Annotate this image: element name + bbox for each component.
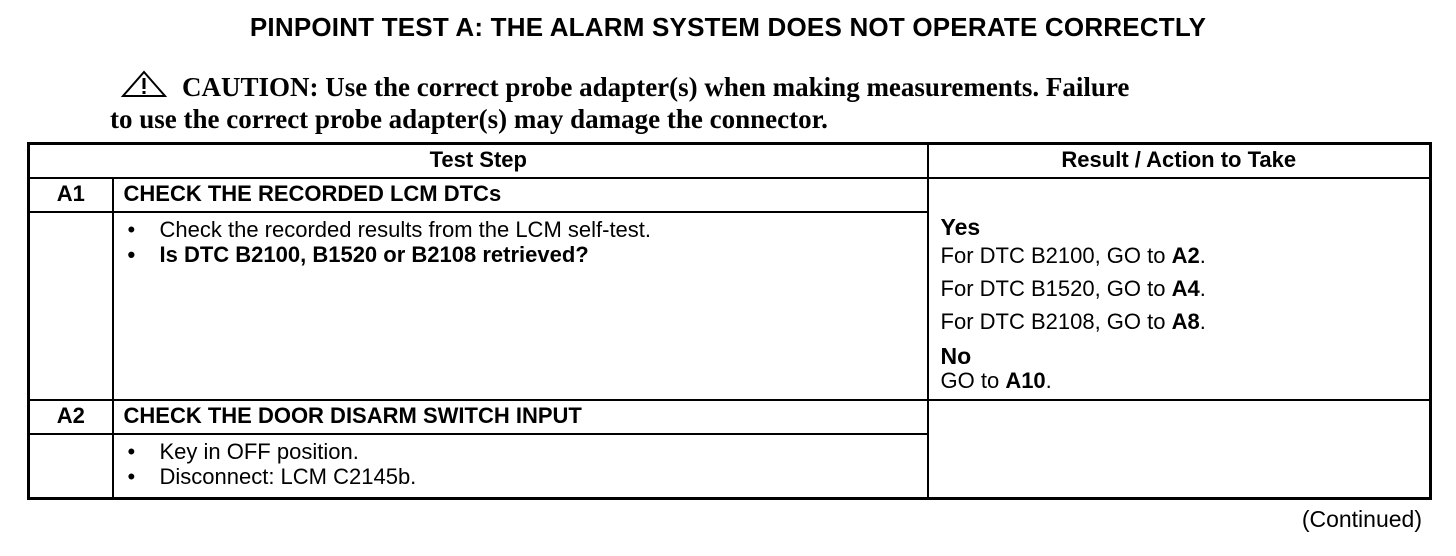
table-header-row: Test Step Result / Action to Take bbox=[27, 142, 1432, 179]
result-a1: Yes For DTC B2100, GO to A2. For DTC B15… bbox=[926, 177, 1432, 401]
step-title-a2: CHECK THE DOOR DISARM SWITCH INPUT bbox=[111, 399, 929, 435]
step-id-a2: A2 bbox=[27, 399, 114, 435]
step-a1-body-row: Check the recorded results from the LCM … bbox=[27, 211, 1431, 401]
step-a2-bullets: Key in OFF position. Disconnect: LCM C21… bbox=[114, 439, 927, 489]
warning-triangle-icon bbox=[120, 70, 168, 98]
list-item: Check the recorded results from the LCM … bbox=[114, 217, 927, 242]
caution-line-1: CAUTION: Use the correct probe adapter(s… bbox=[110, 70, 1360, 103]
pinpoint-test-table: Test Step Result / Action to Take A1 CHE… bbox=[27, 142, 1433, 500]
continued-label: (Continued) bbox=[1301, 506, 1422, 532]
step-a2-body: Key in OFF position. Disconnect: LCM C21… bbox=[111, 433, 929, 500]
result-a1-yes: Yes bbox=[940, 214, 981, 240]
step-a1-bullets: Check the recorded results from the LCM … bbox=[114, 217, 927, 267]
step-id-a1: A1 bbox=[27, 177, 114, 213]
step-a1-spacer bbox=[27, 211, 114, 401]
header-test-step: Test Step bbox=[27, 142, 929, 179]
page-title: PINPOINT TEST A: THE ALARM SYSTEM DOES N… bbox=[249, 12, 1207, 42]
step-a2-title-row: A2 CHECK THE DOOR DISARM SWITCH INPUT bbox=[27, 399, 1432, 500]
header-result: Result / Action to Take bbox=[926, 142, 1432, 179]
list-item: Key in OFF position. bbox=[114, 439, 927, 464]
step-a2-body-row: Key in OFF position. Disconnect: LCM C21… bbox=[27, 433, 1431, 500]
result-a1-line-2: For DTC B1520, GO to A4. bbox=[940, 276, 1206, 301]
result-a1-line-3: For DTC B2108, GO to A8. bbox=[940, 309, 1206, 334]
step-a1-title-row: A1 CHECK THE RECORDED LCM DTCs Yes For D… bbox=[27, 177, 1432, 401]
step-a1-body: Check the recorded results from the LCM … bbox=[111, 211, 929, 401]
list-item: Is DTC B2100, B1520 or B2108 retrieved? bbox=[114, 242, 927, 267]
result-a1-line-1: For DTC B2100, GO to A2. bbox=[940, 243, 1206, 268]
result-a2 bbox=[926, 399, 1432, 500]
step-a2-spacer bbox=[27, 433, 114, 500]
step-title-a1: CHECK THE RECORDED LCM DTCs bbox=[111, 177, 929, 213]
result-a1-no-line: GO to A10. bbox=[940, 368, 1052, 393]
caution-text-1: CAUTION: Use the correct probe adapter(s… bbox=[182, 72, 1130, 102]
result-a1-no: No bbox=[940, 343, 972, 369]
caution-line-2: to use the correct probe adapter(s) may … bbox=[110, 104, 828, 134]
list-item: Disconnect: LCM C2145b. bbox=[114, 464, 927, 489]
caution-note: CAUTION: Use the correct probe adapter(s… bbox=[110, 70, 1360, 135]
